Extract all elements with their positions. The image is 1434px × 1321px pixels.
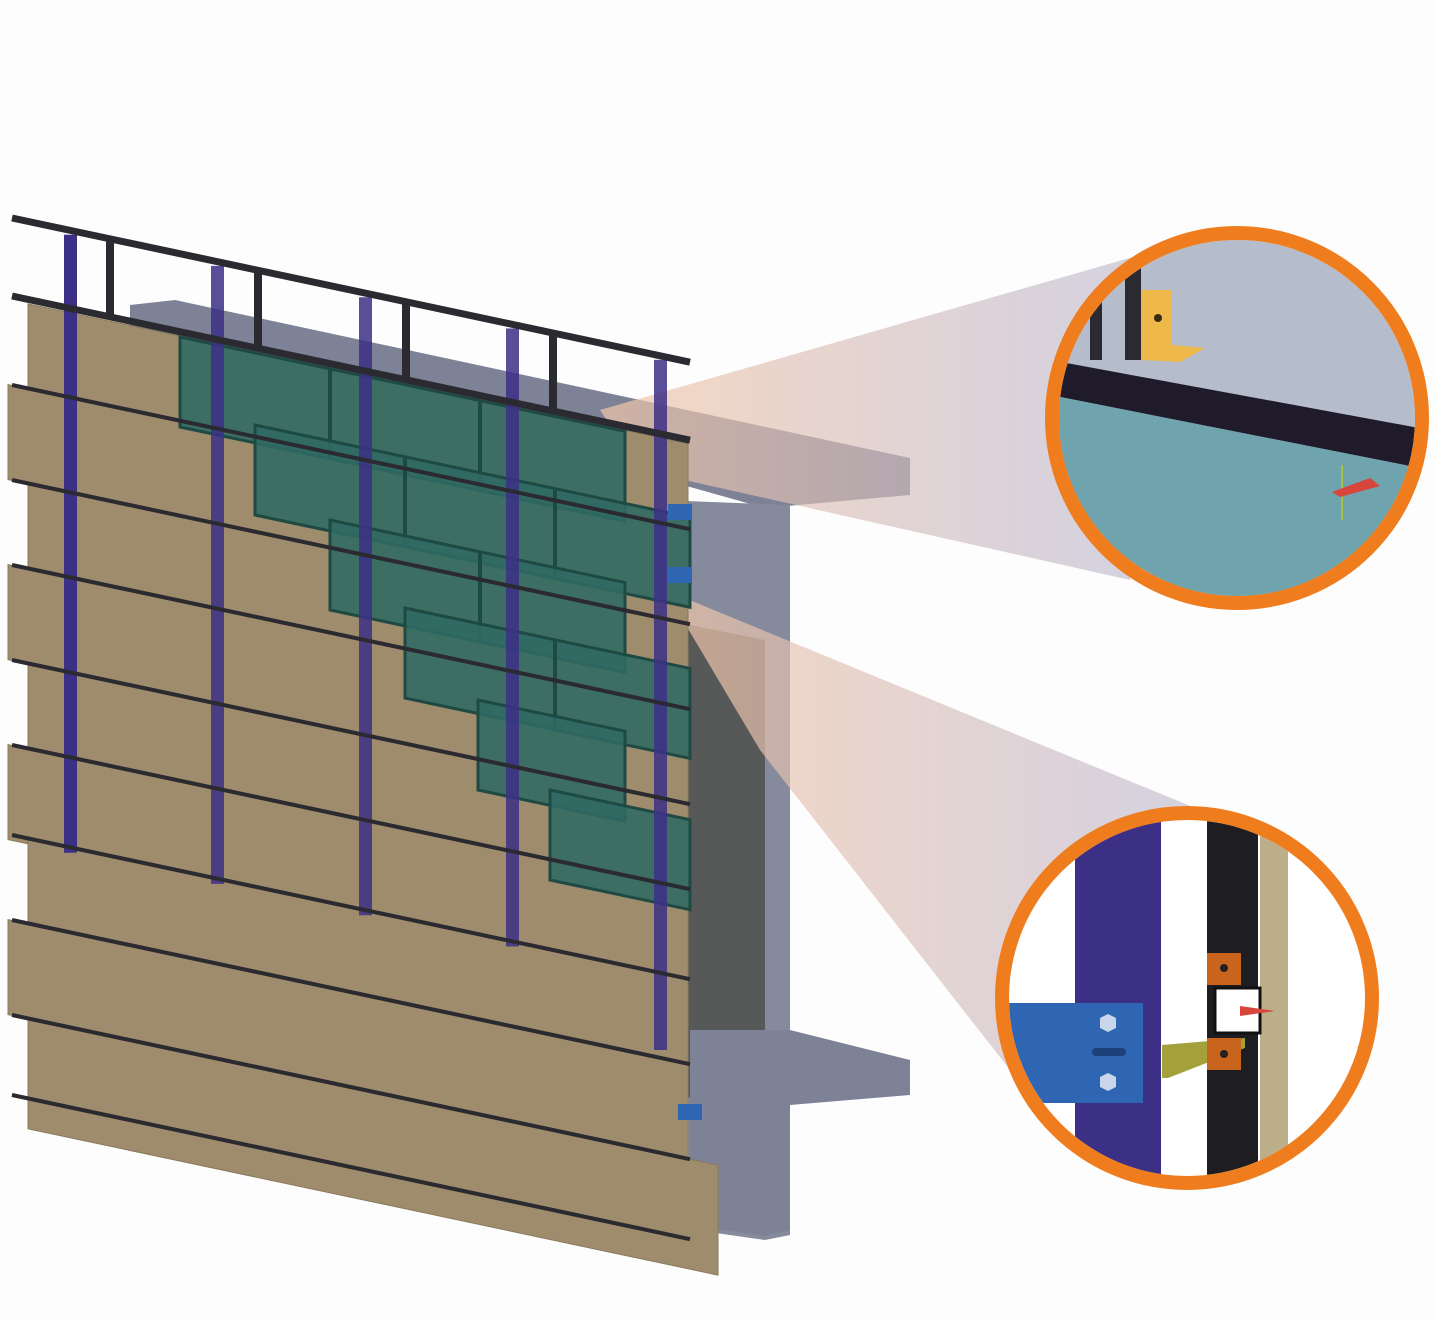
vertical-post [359, 297, 372, 916]
rail-spacer [106, 241, 114, 318]
angle-bracket [1142, 290, 1205, 362]
rail-spacer [402, 303, 410, 380]
callout-cone-top [600, 255, 1140, 580]
horizontal-rail [11, 383, 691, 532]
wall-bracket [668, 567, 692, 583]
wall-bracket [668, 504, 692, 520]
horizontal-rail [11, 743, 691, 892]
detail-callout-top [1045, 226, 1429, 610]
horizontal-rail [11, 478, 691, 627]
horizontal-rail [11, 918, 691, 1067]
vertical-post [211, 265, 224, 884]
horizontal-rail [11, 658, 691, 807]
rail-spacer [549, 335, 557, 412]
horizontal-rail [11, 1093, 691, 1242]
cladding-wall [7, 214, 719, 1276]
rail-spacer [254, 272, 262, 349]
horizontal-rail [11, 1013, 691, 1162]
horizontal-rail [11, 214, 691, 366]
horizontal-rail [11, 563, 691, 712]
wall-bracket [678, 1104, 702, 1120]
vertical-post [506, 328, 519, 947]
glass-panel [403, 606, 692, 761]
horizontal-rail [11, 292, 691, 444]
vertical-post [64, 234, 77, 853]
horizontal-rail [11, 833, 691, 982]
detail-callout-bottom [995, 806, 1379, 1190]
bottom-slab [690, 1030, 910, 1236]
